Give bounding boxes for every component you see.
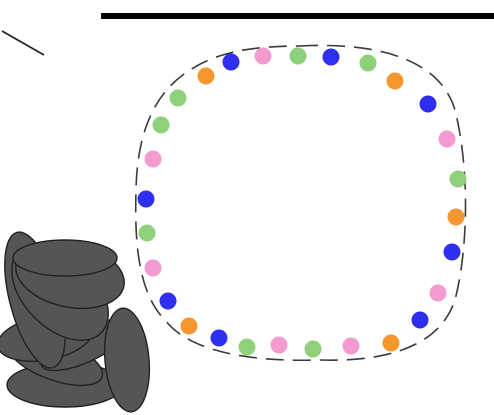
bead-blue [222, 53, 240, 71]
bead-blue [411, 311, 429, 329]
bead-green [289, 47, 307, 65]
ellipse-cluster [0, 231, 151, 413]
bead-orange [447, 208, 465, 226]
bead-pink [254, 47, 272, 65]
bead-pink [270, 336, 288, 354]
bead-pink [429, 284, 447, 302]
bead-blue [419, 95, 437, 113]
bead-ring [137, 47, 467, 358]
cluster-ellipse [103, 307, 151, 413]
bead-orange [386, 72, 404, 90]
bead-green [359, 54, 377, 72]
bead-orange [197, 67, 215, 85]
bead-blue [210, 329, 228, 347]
bead-blue [443, 243, 461, 261]
bead-green [238, 338, 256, 356]
bead-orange [382, 334, 400, 352]
bead-pink [342, 337, 360, 355]
diagonal-stroke [1, 30, 45, 56]
bead-pink [144, 150, 162, 168]
bead-green [138, 224, 156, 242]
bead-green [449, 170, 467, 188]
bead-blue [137, 190, 155, 208]
bead-green [304, 340, 322, 358]
bead-pink [144, 259, 162, 277]
bead-green [169, 89, 187, 107]
bead-blue [159, 292, 177, 310]
bead-pink [438, 130, 456, 148]
bead-orange [180, 317, 198, 335]
cluster-ellipse [12, 239, 118, 277]
bead-blue [322, 48, 340, 66]
ring-outline [134, 44, 467, 362]
bead-green [152, 116, 170, 134]
